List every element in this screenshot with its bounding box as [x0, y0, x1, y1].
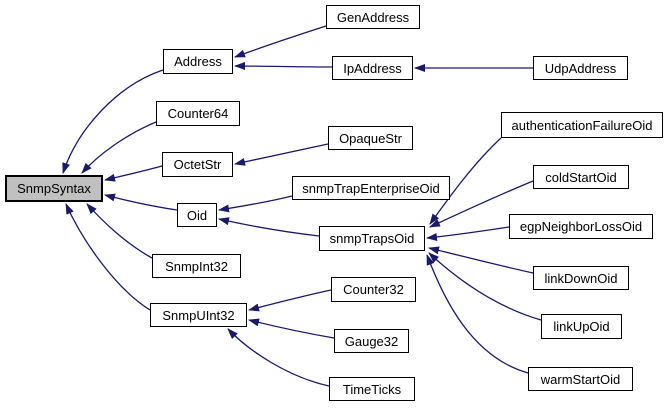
edge-OctetStr-to-SnmpSyntax [104, 165, 163, 182]
edge-Counter64-to-SnmpSyntax [81, 121, 157, 174]
edge-egpNeighborLossOid-to-snmpTrapsOid [426, 226, 510, 241]
node-egpNeighborLossOid[interactable]: egpNeighborLossOid [509, 214, 653, 239]
edge-OpaqueStr-to-OctetStr [234, 143, 329, 166]
node-Counter64[interactable]: Counter64 [156, 101, 240, 126]
node-snmpTrapEnterpriseOid[interactable]: snmpTrapEnterpriseOid [292, 176, 450, 200]
node-authenticationFailureOid[interactable]: authenticationFailureOid [501, 112, 663, 138]
node-GenAddress[interactable]: GenAddress [326, 5, 420, 29]
node-label: Address [174, 54, 222, 69]
node-label: snmpTrapsOid [329, 231, 415, 246]
node-label: snmpTrapEnterpriseOid [302, 180, 440, 196]
node-SnmpSyntax: SnmpSyntax [5, 175, 103, 202]
edge-coldStartOid-to-snmpTrapsOid [429, 180, 534, 228]
node-Oid[interactable]: Oid [177, 203, 217, 227]
node-label: warmStartOid [540, 371, 621, 387]
node-label: IpAddress [343, 60, 402, 76]
node-label: Counter32 [343, 282, 404, 297]
node-label: UdpAddress [544, 60, 617, 76]
node-label: Counter64 [167, 106, 229, 121]
edge-snmpTrapsOid-to-Oid [218, 217, 320, 237]
node-label: authenticationFailureOid [511, 117, 653, 133]
node-label: egpNeighborLossOid [519, 219, 643, 234]
edge-Address-to-SnmpSyntax [62, 69, 164, 174]
edge-SnmpInt32-to-SnmpSyntax [86, 203, 153, 259]
edge-linkUpOid-to-snmpTrapsOid [428, 252, 542, 321]
node-label: coldStartOid [545, 169, 617, 185]
node-SnmpUInt32[interactable]: SnmpUInt32 [150, 303, 247, 327]
node-label: TimeTicks [342, 381, 402, 397]
edge-warmStartOid-to-snmpTrapsOid [426, 254, 529, 374]
node-linkDownOid[interactable]: linkDownOid [533, 266, 629, 290]
node-linkUpOid[interactable]: linkUpOid [541, 314, 622, 339]
edge-Counter32-to-SnmpUInt32 [248, 289, 332, 312]
node-SnmpInt32[interactable]: SnmpInt32 [152, 254, 241, 278]
node-Counter32[interactable]: Counter32 [331, 277, 416, 302]
edge-linkDownOid-to-snmpTrapsOid [428, 246, 534, 274]
edge-GenAddress-to-Address [234, 25, 327, 58]
edge-Gauge32-to-SnmpUInt32 [248, 318, 335, 339]
edge-authenticationFailureOid-to-snmpTrapsOid [429, 137, 502, 225]
node-label: SnmpSyntax [17, 181, 91, 196]
node-label: Oid [186, 207, 208, 223]
node-coldStartOid[interactable]: coldStartOid [533, 165, 629, 189]
node-warmStartOid[interactable]: warmStartOid [528, 367, 633, 391]
edge-snmpTrapEnterpriseOid-to-Oid [218, 195, 293, 213]
edge-IpAddress-to-Address [234, 62, 333, 71]
edge-Oid-to-SnmpSyntax [104, 193, 178, 211]
node-TimeTicks[interactable]: TimeTicks [329, 377, 415, 401]
node-IpAddress[interactable]: IpAddress [332, 56, 413, 80]
node-label: linkUpOid [553, 319, 610, 334]
node-label: GenAddress [336, 9, 410, 25]
node-label: linkDownOid [544, 270, 618, 286]
node-label: SnmpInt32 [165, 258, 228, 274]
node-snmpTrapsOid[interactable]: snmpTrapsOid [319, 226, 425, 251]
node-OpaqueStr[interactable]: OpaqueStr [328, 126, 413, 150]
node-label: OctetStr [173, 157, 222, 172]
node-label: OpaqueStr [339, 130, 402, 146]
node-label: Gauge32 [344, 333, 399, 349]
node-UdpAddress[interactable]: UdpAddress [533, 56, 628, 80]
edge-SnmpUInt32-to-SnmpSyntax [65, 203, 151, 311]
node-Address[interactable]: Address [163, 49, 233, 74]
edge-TimeTicks-to-SnmpUInt32 [227, 328, 330, 387]
node-Gauge32[interactable]: Gauge32 [334, 329, 409, 353]
node-label: SnmpUInt32 [162, 307, 235, 323]
node-OctetStr[interactable]: OctetStr [162, 152, 233, 177]
